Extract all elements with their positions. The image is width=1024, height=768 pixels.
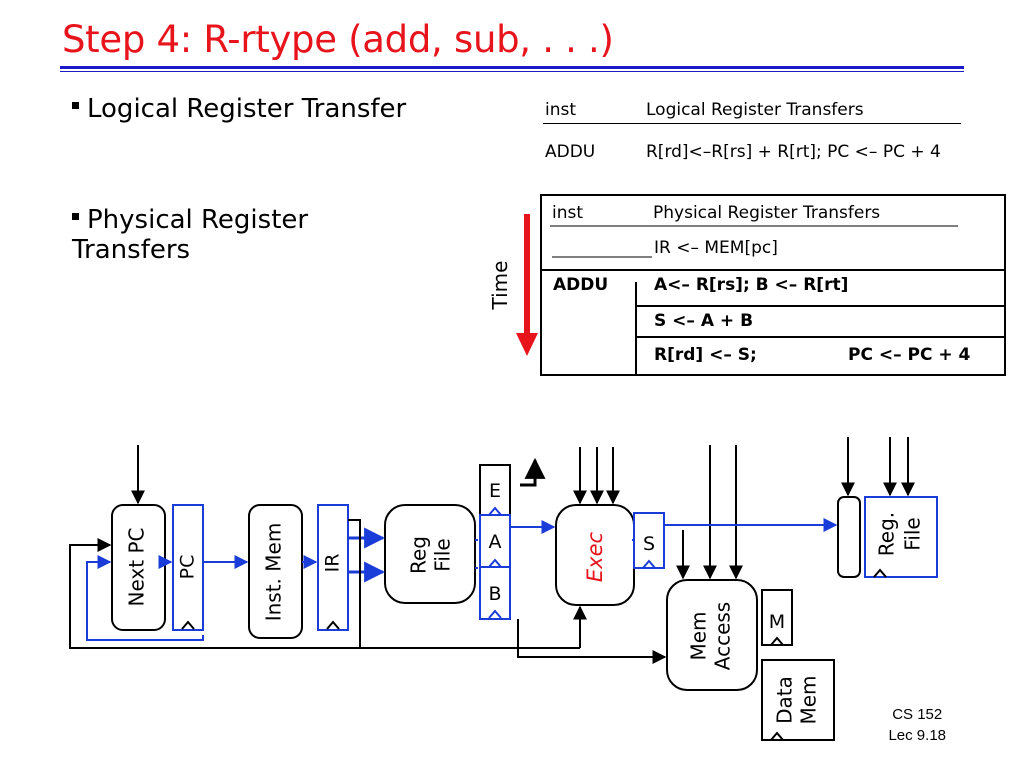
b-to-mem-wire: [517, 619, 667, 664]
logical-header-inst: inst: [545, 100, 577, 120]
a-register: [479, 514, 511, 568]
exec-label: Exec: [583, 531, 607, 582]
datapath-diagram: Next PC PC Inst. Mem IR Reg File E A B E…: [69, 437, 938, 741]
bullet-text: Physical Register Transfers: [72, 205, 309, 265]
a-label: A: [489, 531, 502, 553]
pc-feedback-wire: [86, 555, 204, 641]
logical-row-inst: ADDU: [545, 142, 596, 162]
reg-file-label-2: File: [431, 538, 455, 571]
s-label: S: [643, 533, 655, 555]
clock-edge-icon: [770, 731, 784, 741]
mem-access-label-1: Mem: [687, 611, 711, 660]
bullet-logical: Logical Register Transfer: [72, 94, 406, 124]
course-label: CS 152: [892, 706, 943, 723]
clock-edge-icon: [642, 559, 656, 569]
m-register: [761, 589, 793, 646]
footer: CS 152 Lec 9.18: [888, 704, 946, 746]
fetch-row: IR <– MEM[pc]: [654, 238, 778, 258]
writeback-mux: [837, 496, 861, 578]
ir-register: [317, 504, 349, 631]
reg-file-write-block: [864, 496, 938, 578]
physical-inst-addu: ADDU: [553, 275, 608, 295]
ir-label: IR: [322, 554, 344, 573]
logical-header-transfers: Logical Register Transfers: [646, 100, 864, 120]
step-1: A<– R[rs]; B <– R[rt]: [654, 275, 848, 295]
clock-edge-icon: [326, 620, 340, 630]
clock-edge-icon: [488, 609, 502, 619]
step-3a: R[rd] <– S;: [654, 345, 757, 365]
data-mem-block: [761, 659, 835, 741]
clock-edge-icon: [873, 568, 887, 578]
mem-access-label-2: Access: [711, 602, 735, 670]
mem-access-block: [666, 579, 758, 691]
clock-edge-icon: [488, 558, 502, 568]
step-2: S <– A + B: [654, 311, 753, 331]
clock-edge-icon: [770, 636, 784, 646]
bullet-square-icon: [72, 102, 79, 109]
physical-header-inst: inst: [552, 203, 583, 223]
bullet-square-icon: [72, 213, 79, 220]
physical-table-frame: [540, 194, 1006, 376]
title-rule-thin: [60, 71, 964, 72]
step-3b: PC <– PC + 4: [848, 345, 971, 365]
slide-title: Step 4: R-rtype (add, sub, . . .): [62, 18, 614, 61]
data-mem-label-2: Mem: [797, 675, 821, 724]
bullet-physical: Physical Register Transfers: [72, 205, 372, 265]
time-label: Time: [488, 261, 512, 311]
reg-file-label-1: Reg: [407, 536, 431, 574]
bullet-text: Logical Register Transfer: [87, 94, 407, 124]
logical-header-rule: [543, 123, 961, 124]
clock-edge-icon: [181, 620, 195, 630]
e-label: E: [489, 480, 501, 502]
title-rule: [60, 66, 964, 69]
reg-file-read-block: [384, 504, 476, 604]
reg-file-2-label-2: File: [901, 517, 925, 550]
inst-mem-label: Inst. Mem: [262, 523, 286, 622]
reg-file-2-label-1: Reg.: [875, 512, 899, 556]
m-label: M: [769, 611, 785, 633]
time-arrow-icon: [516, 214, 538, 356]
inst-mem-block: [248, 504, 303, 639]
data-mem-label-1: Data: [773, 676, 797, 724]
b-label: B: [488, 583, 501, 605]
logical-row-transfer: R[rd]<–R[rs] + R[rt]; PC <– PC + 4: [646, 142, 941, 162]
next-pc-label: Next PC: [125, 528, 149, 607]
physical-header-transfers: Physical Register Transfers: [653, 203, 880, 223]
clock-edge-icon: [488, 506, 502, 516]
ir-to-next-pc-wire: [69, 519, 361, 649]
e-output-wire: [520, 457, 546, 487]
pc-register: [172, 504, 204, 631]
pc-label: PC: [177, 555, 199, 580]
lecture-label: Lec 9.18: [888, 727, 946, 744]
